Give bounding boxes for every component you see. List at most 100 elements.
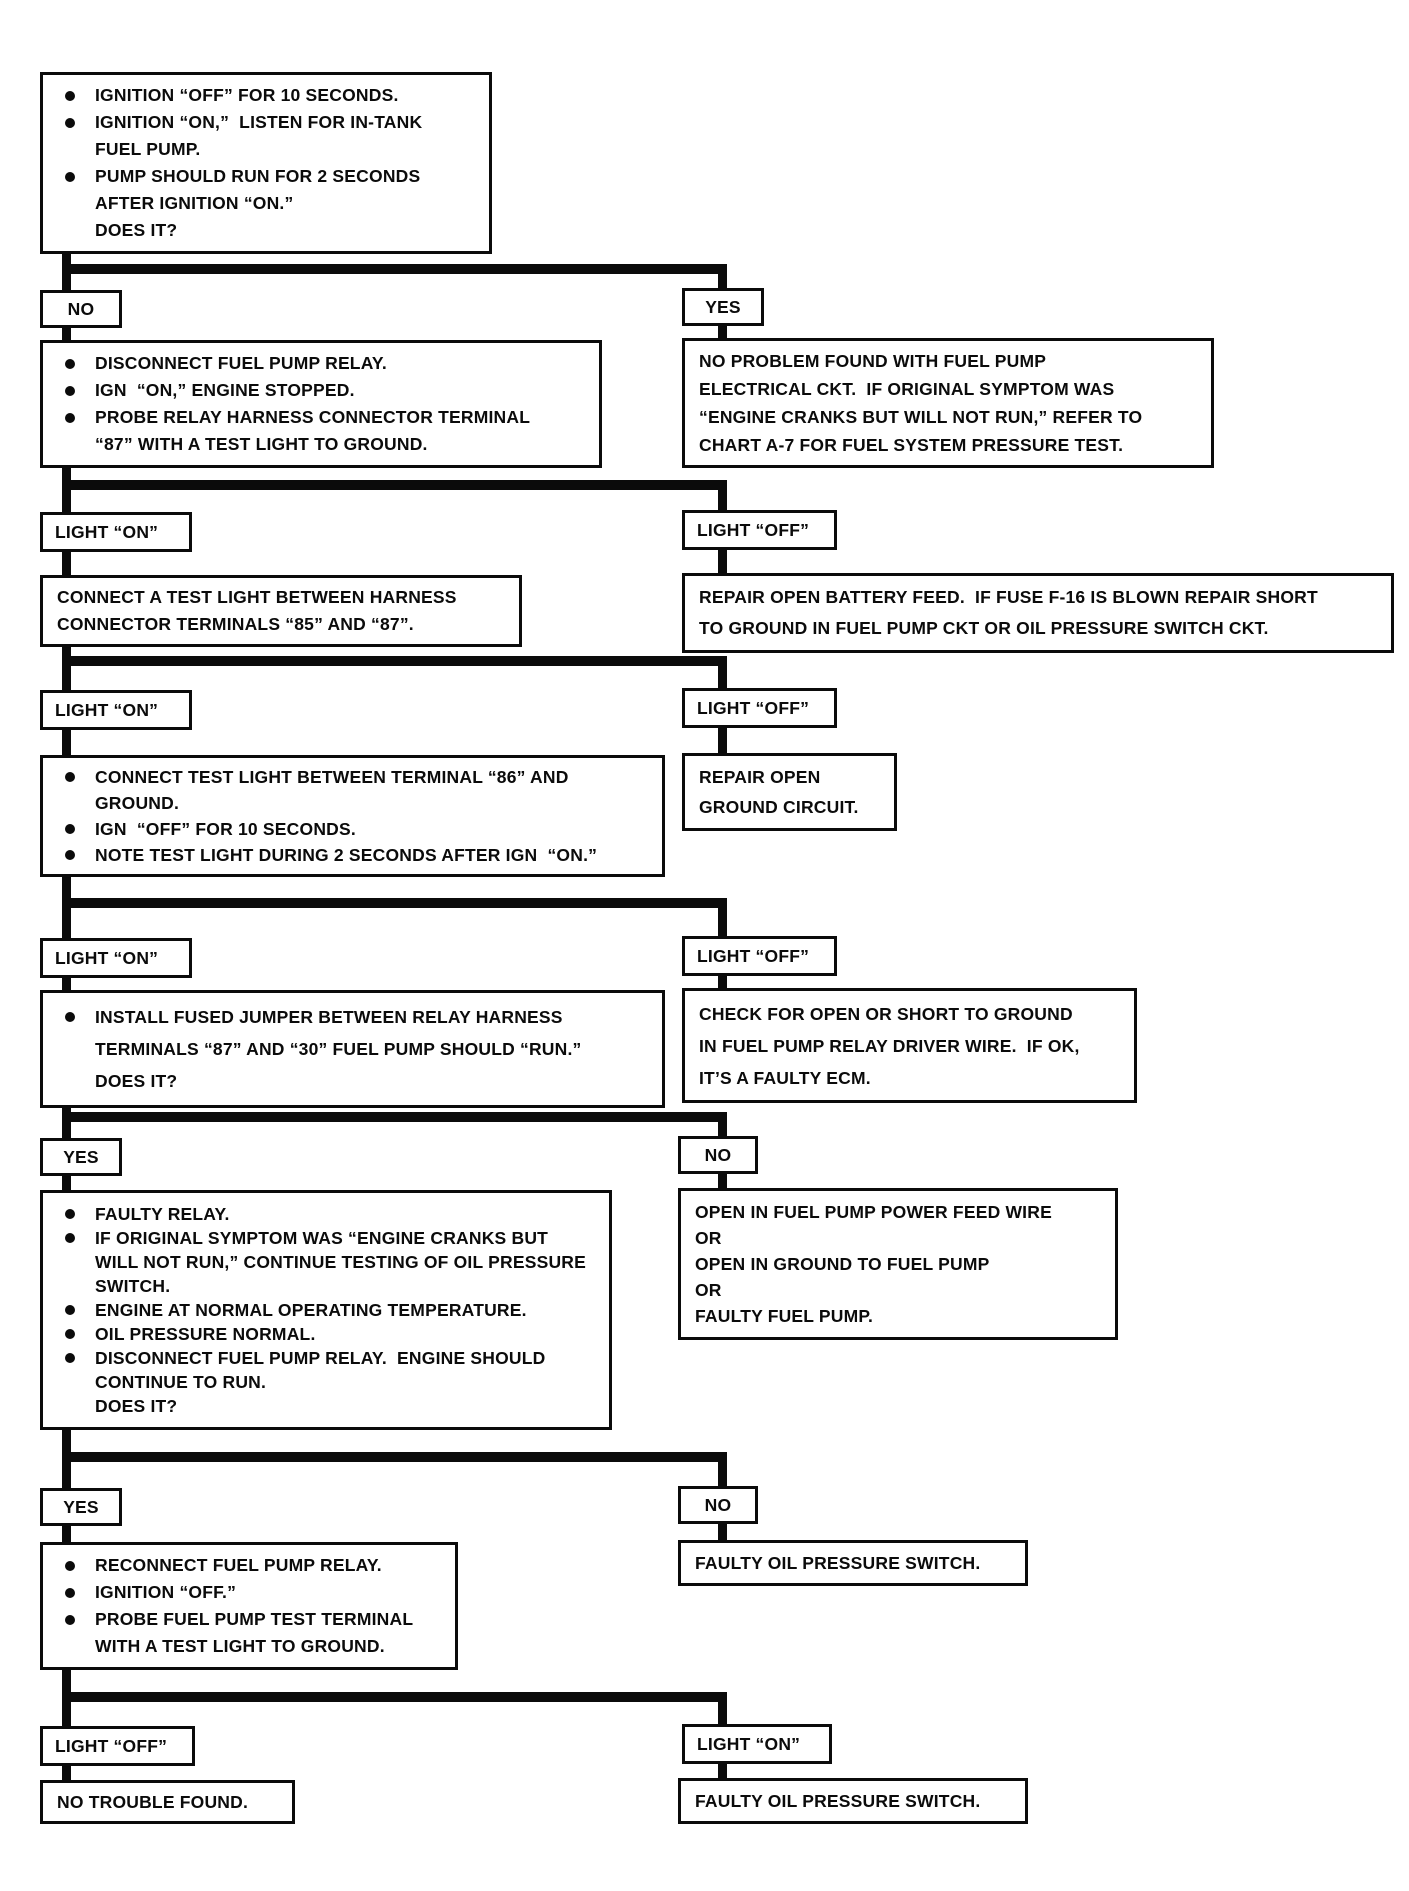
bullet-item: IGNITION “OFF” FOR 10 SECONDS. (43, 82, 489, 109)
step-text-line: DISCONNECT FUEL PUMP RELAY. (95, 353, 387, 373)
bullet-icon (65, 1615, 75, 1625)
decision-label-yes-1: YES (682, 288, 764, 326)
step-text-line: FAULTY OIL PRESSURE SWITCH. (695, 1553, 981, 1573)
step-text-line: OR (695, 1280, 722, 1300)
step-text-line: “87” WITH A TEST LIGHT TO GROUND. (95, 434, 428, 454)
connector-line (62, 1766, 71, 1780)
step-text-line: SWITCH. (95, 1276, 171, 1296)
text-item: FAULTY OIL PRESSURE SWITCH. (681, 1549, 1025, 1577)
connector-line (718, 1112, 727, 1136)
connector-line (62, 480, 71, 512)
bullet-item: DISCONNECT FUEL PUMP RELAY. (43, 350, 599, 377)
bullet-item: ENGINE AT NORMAL OPERATING TEMPERATURE. (43, 1298, 609, 1322)
connector-line (62, 1526, 71, 1542)
step-text-line: CONNECTOR TERMINALS “85” AND “87”. (57, 614, 414, 634)
bullet-icon (65, 1561, 75, 1571)
step-text-line: IF ORIGINAL SYMPTOM WAS “ENGINE CRANKS B… (95, 1228, 549, 1248)
bullet-item: DISCONNECT FUEL PUMP RELAY. ENGINE SHOUL… (43, 1346, 609, 1418)
connector-line (62, 264, 727, 274)
step-text-line: GROUND. (95, 793, 180, 813)
decision-label-text: LIGHT “ON” (55, 947, 159, 968)
decision-label-text: NO (704, 1494, 732, 1515)
connector-line (718, 656, 727, 688)
step-text-line: FUEL PUMP. (95, 139, 201, 159)
connector-line (62, 877, 71, 904)
step-text-line: CONNECT TEST LIGHT BETWEEN TERMINAL “86”… (95, 767, 569, 787)
connector-line (718, 264, 727, 288)
connector-line (718, 976, 727, 988)
connector-line (62, 898, 71, 938)
decision-label-text: YES (705, 296, 741, 317)
step-box-connect-86-ground: CONNECT TEST LIGHT BETWEEN TERMINAL “86”… (40, 755, 665, 877)
decision-label-light-off-2: LIGHT “OFF” (682, 688, 837, 728)
connector-line (718, 480, 727, 510)
step-text-line: TO GROUND IN FUEL PUMP CKT OR OIL PRESSU… (699, 618, 1269, 638)
step-box-start: IGNITION “OFF” FOR 10 SECONDS. IGNITION “… (40, 72, 492, 254)
step-text-line: DOES IT? (95, 1396, 178, 1416)
text-item: NO TROUBLE FOUND. (43, 1789, 292, 1815)
bullet-icon (65, 413, 75, 423)
decision-label-text: LIGHT “OFF” (697, 697, 810, 718)
bullet-item: NOTE TEST LIGHT DURING 2 SECONDS AFTER I… (43, 842, 662, 868)
decision-label-no-2: NO (678, 1136, 758, 1174)
decision-label-text: NO (704, 1144, 732, 1165)
decision-label-text: LIGHT “OFF” (697, 945, 810, 966)
decision-label-light-on-3: LIGHT “ON” (40, 938, 192, 978)
step-text-line: IGNITION “ON,” LISTEN FOR IN-TANK (95, 112, 423, 132)
connector-line (62, 264, 71, 290)
step-box-faulty-oil-switch-1: FAULTY OIL PRESSURE SWITCH. (678, 1540, 1028, 1586)
step-text-line: WILL NOT RUN,” CONTINUE TESTING OF OIL P… (95, 1252, 586, 1272)
bullet-icon (65, 850, 75, 860)
step-text-line: IGNITION “OFF” FOR 10 SECONDS. (95, 85, 399, 105)
connector-line (62, 656, 727, 666)
connector-line (62, 978, 71, 990)
connector-line (62, 1452, 71, 1488)
step-text-line: OPEN IN FUEL PUMP POWER FEED WIRE (695, 1202, 1052, 1222)
step-text-line: INSTALL FUSED JUMPER BETWEEN RELAY HARNE… (95, 1007, 563, 1027)
connector-line (62, 1112, 727, 1122)
decision-label-light-off-1: LIGHT “OFF” (682, 510, 837, 550)
connector-line (718, 326, 727, 338)
connector-line (718, 898, 727, 936)
step-text-line: FAULTY FUEL PUMP. (695, 1306, 874, 1326)
step-text-line: CHECK FOR OPEN OR SHORT TO GROUND (699, 1004, 1073, 1024)
bullet-item: IGN “OFF” FOR 10 SECONDS. (43, 816, 662, 842)
bullet-icon (65, 172, 75, 182)
connector-line (718, 1524, 727, 1540)
text-item: FAULTY OIL PRESSURE SWITCH. (681, 1787, 1025, 1815)
connector-line (62, 1452, 727, 1462)
bullet-icon (65, 1012, 75, 1022)
step-text-line: OR (695, 1228, 722, 1248)
connector-line (718, 728, 727, 753)
step-text-line: DISCONNECT FUEL PUMP RELAY. ENGINE SHOUL… (95, 1348, 546, 1368)
bullet-icon (65, 359, 75, 369)
connector-line (62, 898, 727, 908)
connector-line (62, 1112, 71, 1138)
bullet-icon (65, 1233, 75, 1243)
decision-label-text: NO (67, 298, 95, 319)
bullet-icon (65, 1588, 75, 1598)
bullet-item: FAULTY RELAY. (43, 1202, 609, 1226)
connector-line (62, 552, 71, 575)
decision-label-text: YES (63, 1496, 99, 1517)
connector-line (62, 1670, 71, 1696)
bullet-icon (65, 1305, 75, 1315)
bullet-icon (65, 1329, 75, 1339)
step-box-faulty-relay: FAULTY RELAY.IF ORIGINAL SYMPTOM WAS “EN… (40, 1190, 612, 1430)
bullet-item: IF ORIGINAL SYMPTOM WAS “ENGINE CRANKS B… (43, 1226, 609, 1298)
decision-label-text: LIGHT “OFF” (697, 519, 810, 540)
bullet-item: IGN “ON,” ENGINE STOPPED. (43, 377, 599, 404)
connector-line (62, 647, 71, 660)
bullet-icon (65, 91, 75, 101)
decision-label-yes-2: YES (40, 1138, 122, 1176)
decision-label-no-3: NO (678, 1486, 758, 1524)
decision-label-text: LIGHT “OFF” (55, 1735, 168, 1756)
decision-label-no-1: NO (40, 290, 122, 328)
step-text-line: CHART A-7 FOR FUEL SYSTEM PRESSURE TEST. (699, 435, 1124, 455)
